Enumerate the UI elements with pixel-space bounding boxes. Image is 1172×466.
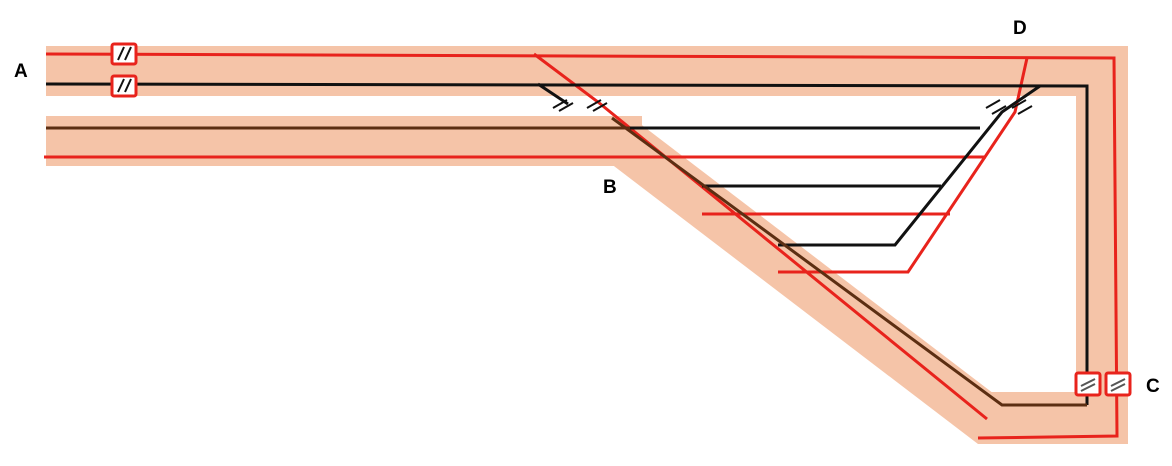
label-d: D [1013,18,1027,39]
black-rail-d-branch [778,84,1041,247]
brown-rail-diagonal [611,116,1087,407]
label-c: C [1146,376,1160,397]
black-rails [45,82,1089,405]
corridor-bands [46,46,1128,444]
gap-icon [1011,99,1033,115]
gap-icon [586,99,608,112]
hatched-box-icon[interactable] [110,42,138,66]
hatched-box-icon[interactable] [110,74,138,98]
brown-rails [46,116,1087,407]
node-labels: A B C D [14,18,1160,397]
black-rail-spur [537,82,569,106]
gap-icon [985,99,1007,115]
marker-boxes [110,42,1132,397]
label-a: A [14,61,28,82]
hatched-box-icon[interactable] [1104,371,1132,397]
black-rail-top [45,82,1089,405]
gap-icons [552,99,1033,115]
label-b: B [603,177,617,198]
gap-icon [552,99,574,112]
corridor-diagonal [606,116,1002,444]
hatched-box-icon[interactable] [1074,371,1102,397]
red-rail-top-outer [45,52,1119,440]
